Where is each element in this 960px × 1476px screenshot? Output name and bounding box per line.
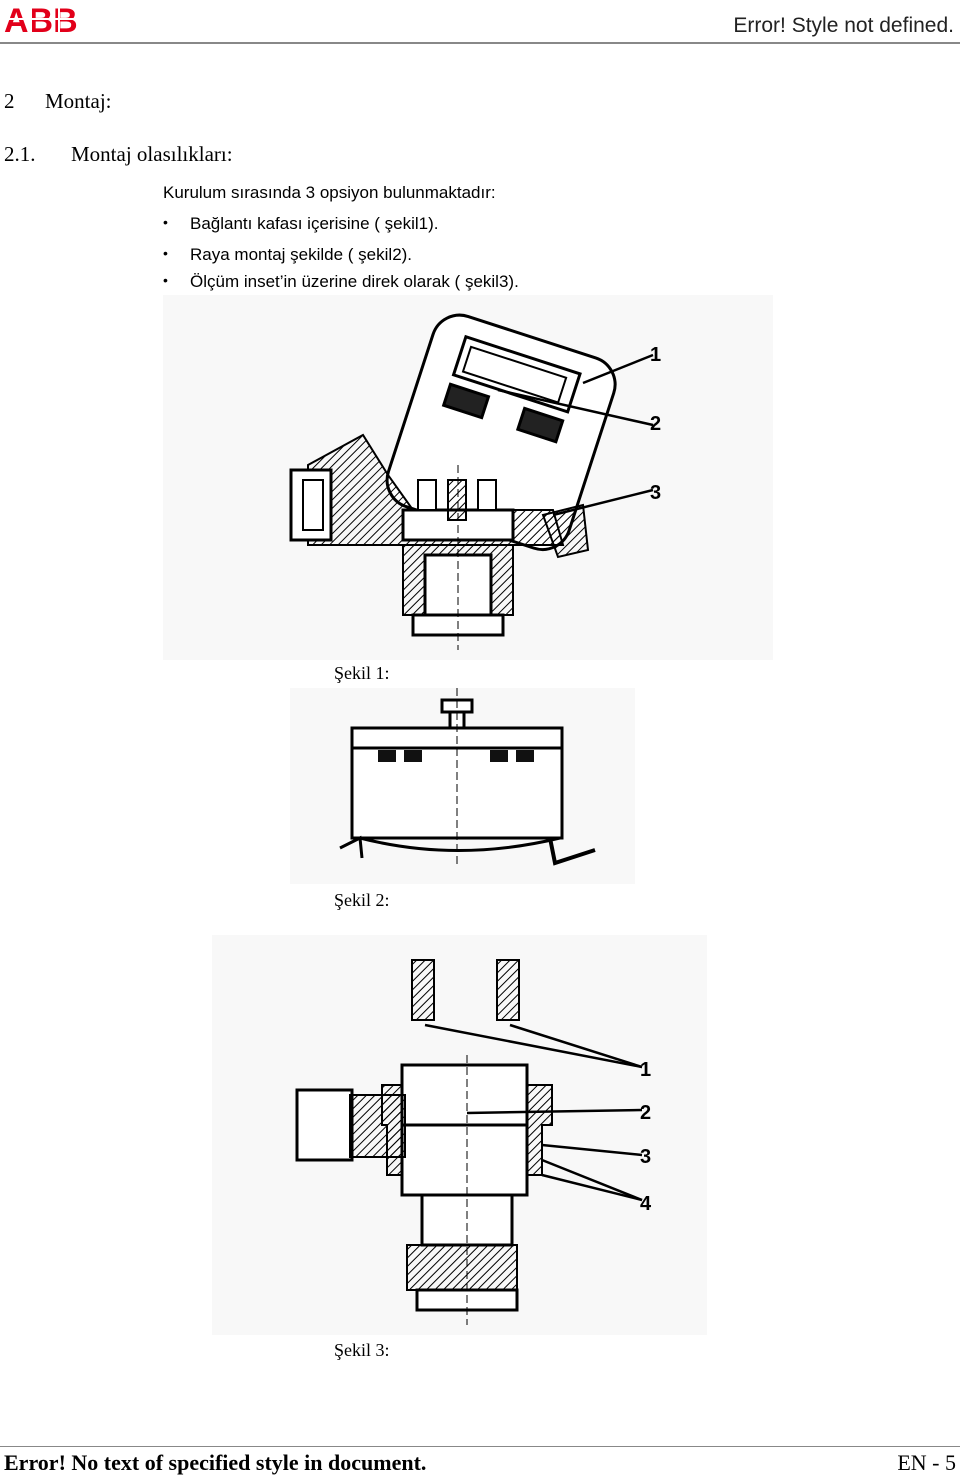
figure-1-caption: Şekil 1:	[334, 663, 390, 683]
section-heading: 2 Montaj:	[4, 89, 112, 114]
options-list: Bağlantı kafası içerisine ( şekil1). Ray…	[163, 214, 519, 294]
fig3-callout-4: 4	[640, 1193, 652, 1215]
fig3-callout-3: 3	[640, 1146, 651, 1168]
header-divider	[0, 42, 960, 44]
footer-style-error: Error! No text of specified style in doc…	[4, 1450, 427, 1475]
figure-3-caption: Şekil 3:	[334, 1340, 390, 1360]
option-item-2: Raya montaj şekilde ( şekil2).	[163, 245, 519, 267]
option-item-1: Bağlantı kafası içerisine ( şekil1).	[163, 214, 519, 236]
intro-text: Kurulum sırasında 3 opsiyon bulunmaktadı…	[163, 183, 496, 202]
section-number: 2	[4, 89, 15, 113]
figure-2-rail-mount	[290, 688, 635, 884]
page-number: EN - 5	[897, 1450, 956, 1475]
figure-1-connection-head: 1 2 3	[163, 295, 773, 660]
fig3-callout-1: 1	[640, 1059, 651, 1081]
fig1-callout-2: 2	[650, 413, 661, 435]
abb-logo: ABB	[4, 2, 88, 40]
subsection-title: Montaj olasılıkları:	[71, 142, 233, 166]
subsection-heading: 2.1. Montaj olasılıkları:	[4, 142, 233, 167]
abb-logo-text: ABB	[4, 2, 78, 36]
footer-divider	[0, 1446, 960, 1447]
figure-2-caption: Şekil 2:	[334, 890, 390, 910]
option-item-3: Ölçüm inset’in üzerine direk olarak ( şe…	[163, 272, 519, 294]
fig3-callout-2: 2	[640, 1102, 651, 1124]
subsection-number: 2.1.	[4, 142, 36, 166]
header-style-error: Error! Style not defined.	[733, 14, 954, 37]
fig1-callout-1: 1	[650, 344, 661, 366]
section-title: Montaj:	[45, 89, 112, 113]
figure-3-direct-mount: 1 2 3 4	[212, 935, 707, 1335]
fig1-callout-3: 3	[650, 482, 661, 504]
